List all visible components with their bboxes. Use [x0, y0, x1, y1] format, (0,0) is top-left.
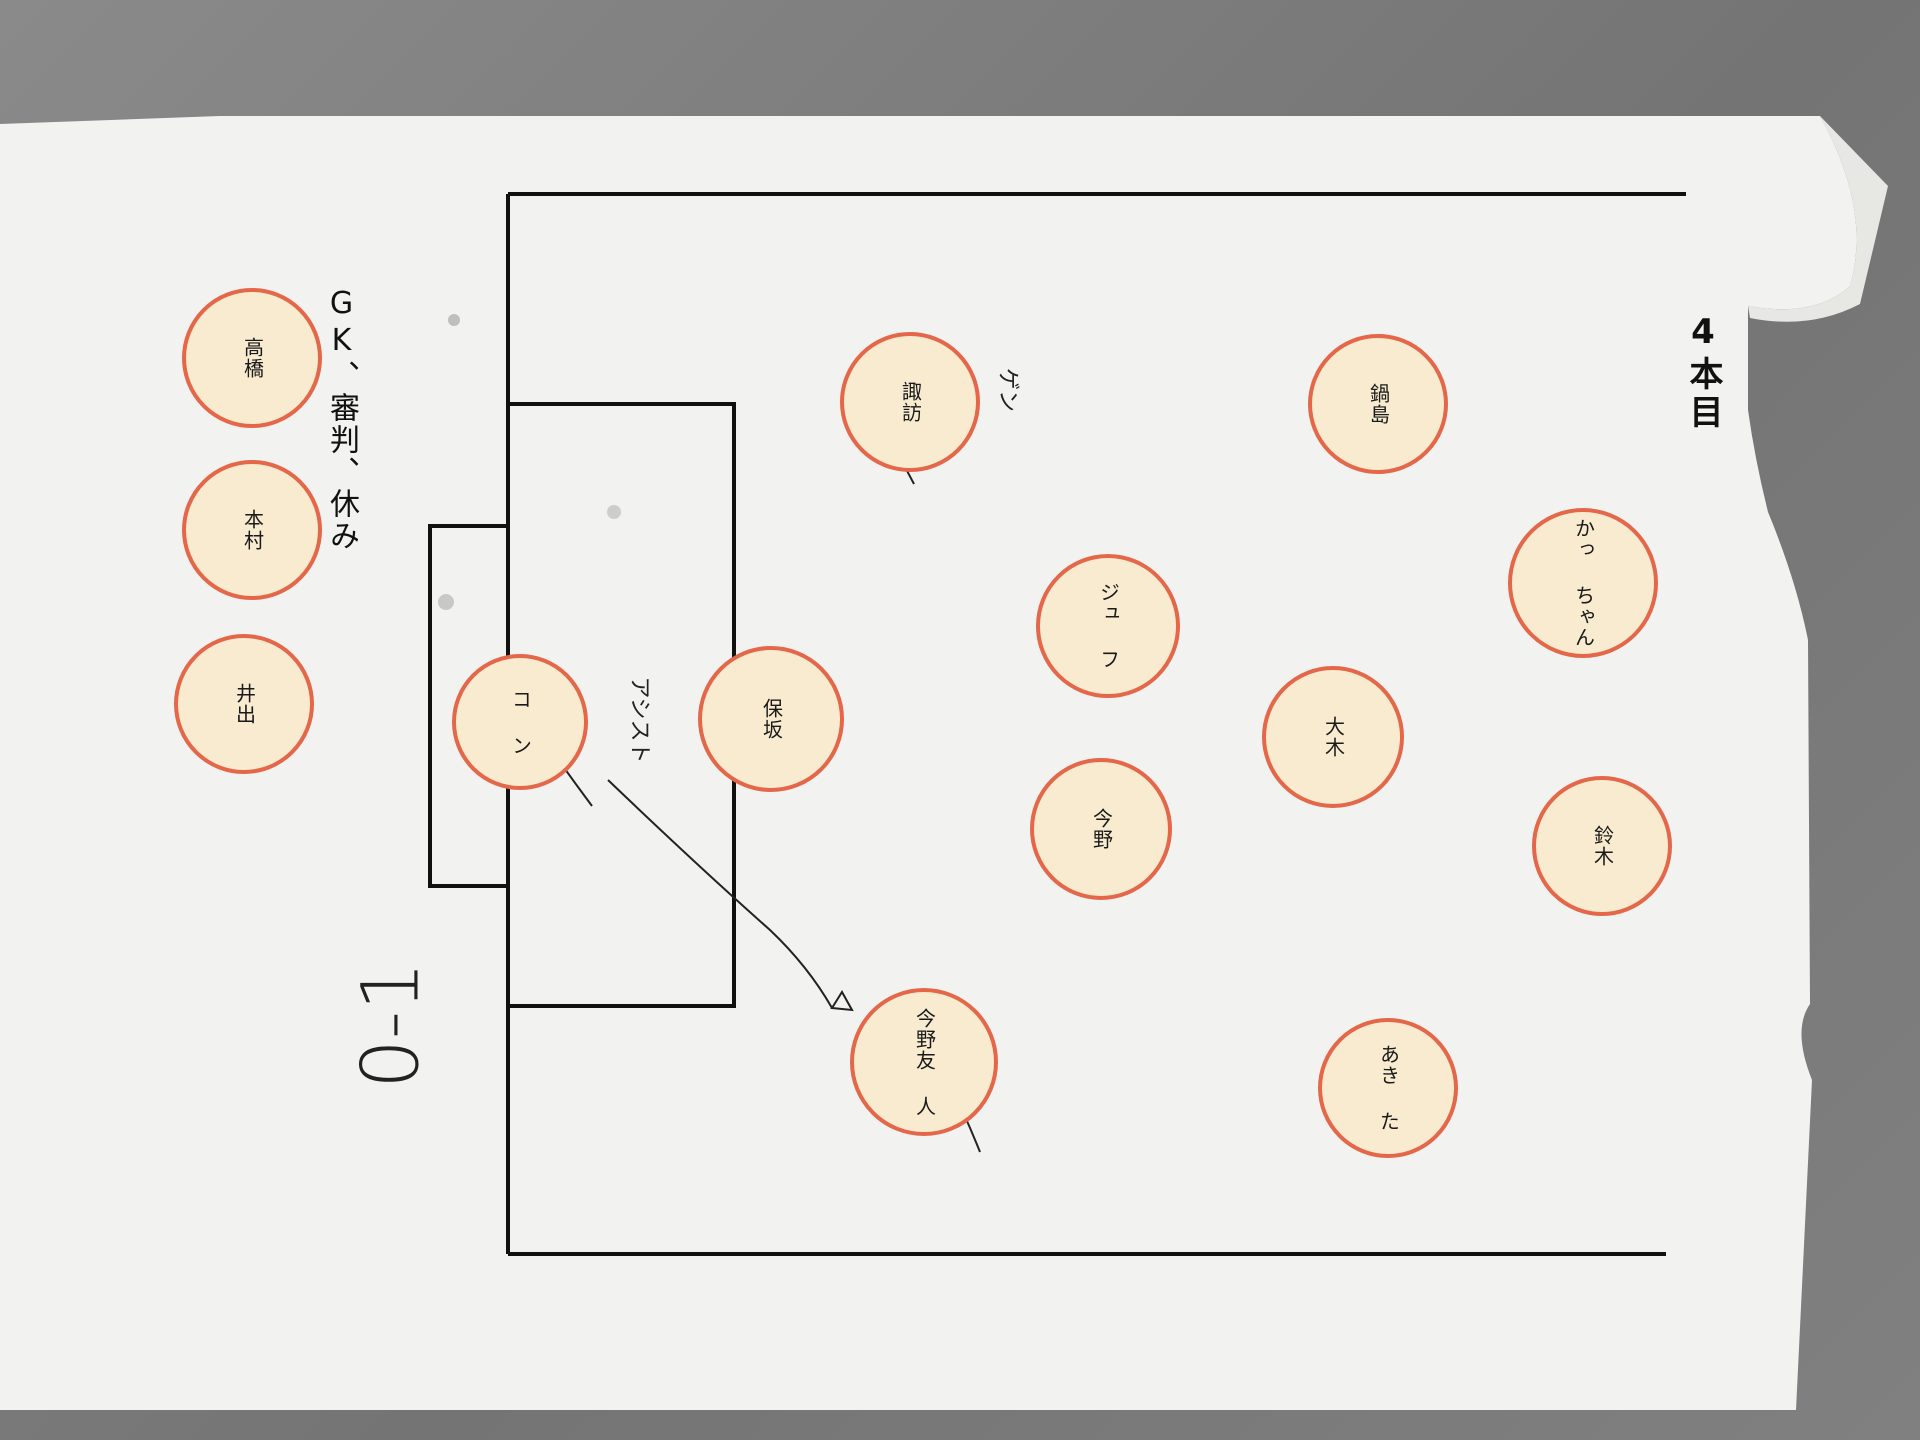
assist-arrowhead [830, 990, 854, 1012]
player-name: 本村 [240, 509, 265, 551]
page-title: 4本目 [1683, 312, 1723, 432]
player-kon: コ ン [452, 654, 588, 790]
player-name: 今野友 人 [912, 1007, 937, 1117]
player-name: かっ ちゃん [1571, 518, 1596, 648]
player-imano: 今野 [1030, 758, 1172, 900]
player-name: ジュ フ [1096, 582, 1121, 670]
player-name: 今野 [1089, 808, 1114, 850]
player-name: 大木 [1321, 716, 1346, 758]
player-bench-1: 高橋 [182, 288, 322, 428]
player-nabeshima: 鍋島 [1308, 334, 1448, 474]
smudge [438, 594, 454, 610]
player-suzuki: 鈴木 [1532, 776, 1672, 916]
player-name: 鍋島 [1366, 383, 1391, 425]
handwritten-note-left: ゲン [995, 367, 1021, 413]
goal-box [428, 524, 508, 888]
player-suwa: 諏訪 [840, 332, 980, 472]
player-hosaka: 保坂 [698, 646, 844, 792]
player-akita: あき た [1318, 1018, 1458, 1158]
bench-label: GK、審判、休み [324, 286, 359, 552]
player-name: 井出 [232, 683, 257, 725]
player-name: コ ン [508, 688, 533, 756]
player-bench-3: 井出 [174, 634, 314, 774]
player-jyu: ジュ フ [1036, 554, 1180, 698]
player-name: 諏訪 [898, 381, 923, 423]
torn-edge [1748, 116, 1888, 322]
player-omoto: 大木 [1262, 666, 1404, 808]
player-name: あき た [1376, 1044, 1401, 1132]
player-name: 高橋 [240, 337, 265, 379]
player-bench-2: 本村 [182, 460, 322, 600]
player-imanoyu: 今野友 人 [850, 988, 998, 1136]
player-name: 保坂 [759, 698, 784, 740]
smudge [607, 505, 621, 519]
smudge [448, 314, 460, 326]
assist-arrow [607, 779, 833, 1009]
player-name: 鈴木 [1590, 825, 1615, 867]
handwritten-score: 0-1 [346, 961, 437, 1089]
player-katsuchan: かっ ちゃん [1508, 508, 1658, 658]
handwritten-note-assist: アシスト [626, 676, 652, 764]
